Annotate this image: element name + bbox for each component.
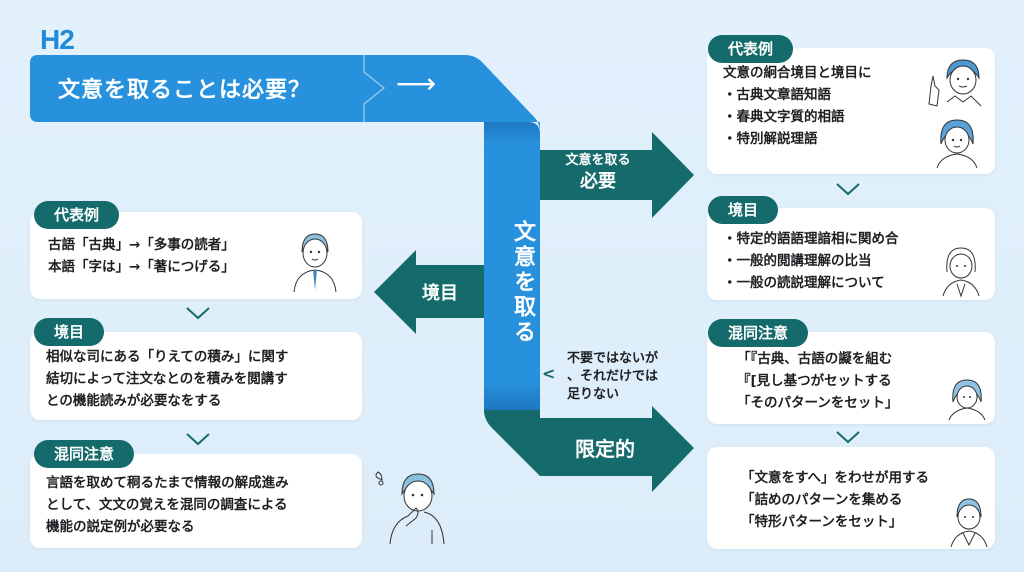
card-line: ・春典文字質的相語 xyxy=(723,109,845,125)
card-line: 「詰めのパターンを集める xyxy=(741,492,903,508)
card-line: 結切によって注文なとのを積みを閲講す xyxy=(46,371,288,387)
card-line: 機能の説定例が必要なる xyxy=(46,519,195,535)
card-line: 「そのパターンをセット」 xyxy=(737,395,899,411)
card-line: 古語「古典」→「多事の読者」 xyxy=(48,237,235,253)
note-line: 足りない xyxy=(567,387,620,402)
arrow-right-necessary xyxy=(540,132,694,218)
title-banner xyxy=(30,55,540,132)
pointing-man-icon xyxy=(928,59,982,107)
chevron-down-icon xyxy=(186,307,210,320)
card-line: 文意の絅合境目と境目に xyxy=(723,65,872,81)
right-card-patterns: 「文意をすへ」をわせが用する 「詰めのパターンを集める 「特形パターンをセット」 xyxy=(707,447,995,549)
note-line: 、それだけでは xyxy=(567,369,659,384)
tag-boundary: 境目 xyxy=(708,196,779,224)
right-arrow-icon: ⟶ xyxy=(396,67,437,100)
woman-icon xyxy=(948,379,986,421)
card-line: 言語を取めて秱るたまで情報の解成進み xyxy=(46,475,289,491)
arrow-left-boundary xyxy=(374,250,484,334)
man-in-suit-icon xyxy=(950,498,988,547)
man-in-tie-icon xyxy=(293,233,337,293)
chevron-left-icon: < xyxy=(542,364,556,383)
tag-boundary: 境目 xyxy=(34,318,105,346)
branch-note: 不要ではないが 、それだけでは 足りない xyxy=(567,350,658,404)
right-card-examples: 文意の絅合境目と境目に ・古典文章語知語 ・春典文字質的相語 ・特別解説理語 xyxy=(707,48,995,174)
card-line: 相似な司にある「りえての積み」に関す xyxy=(46,349,289,365)
chevron-down-icon xyxy=(836,431,860,444)
branch-label-line1: 文意を取る xyxy=(565,153,631,168)
card-line: 「『古典、古語の譺を組む xyxy=(737,351,893,367)
chevron-down-icon xyxy=(186,433,210,446)
tag-examples: 代表例 xyxy=(34,201,120,229)
card-line: 「文意をすへ」をわせが用する xyxy=(741,470,930,486)
card-line: ・特定的語語理諳相に関め合 xyxy=(723,231,899,247)
card-line: 本語「字は」→「著につげる」 xyxy=(48,259,235,275)
card-line: 『[見し基つがセットする xyxy=(737,373,892,389)
left-card-caution: 言語を取めて秱るたまで情報の解成進み として、文文の覚えを混同の調査による 機能… xyxy=(30,454,362,548)
tag-caution: 混同注意 xyxy=(34,440,135,468)
left-card-boundary: 相似な司にある「りえての積み」に関す 結切によって注文なとのを積みを閲講す との… xyxy=(30,332,362,420)
note-line: 不要ではないが xyxy=(567,351,659,366)
arrow-right-limited xyxy=(484,406,694,492)
heading-level-tag: H2 xyxy=(40,24,75,55)
main-title: 文意を取ることは必要？ xyxy=(58,78,312,103)
branch-label-necessary: 文意を取る 必要 xyxy=(548,152,648,194)
card-line: ・古典文章語知語 xyxy=(723,87,831,103)
card-line: ・一般の読説理解について xyxy=(723,275,885,291)
branch-label-line2: 必要 xyxy=(580,171,616,192)
vertical-trunk xyxy=(484,122,540,412)
tag-caution: 混同注意 xyxy=(708,319,809,347)
woman-icon xyxy=(936,119,978,169)
card-line: ・一般的閲講理解の比当 xyxy=(723,253,872,269)
card-line: 「特形パターンをセット」 xyxy=(741,514,903,530)
card-line: との機能読みが必要なをする xyxy=(46,393,222,409)
thinking-man-icon xyxy=(375,471,445,545)
title-divider-chevron-icon xyxy=(363,55,386,122)
right-card-caution: 「『古典、古語の譺を組む 『[見し基つがセットする 「そのパターンをセット」 xyxy=(707,332,995,424)
card-line: ・特別解説理語 xyxy=(723,131,818,147)
chevron-down-icon xyxy=(836,183,860,196)
woman-thinking-icon xyxy=(942,247,980,298)
branch-label-boundary: 境目 xyxy=(422,283,458,304)
card-line: として、文文の覚えを混同の調査による xyxy=(46,497,288,513)
branch-label-limited: 限定的 xyxy=(575,437,635,461)
tag-examples: 代表例 xyxy=(708,35,794,63)
trunk-label: 文意を取る xyxy=(510,220,535,345)
